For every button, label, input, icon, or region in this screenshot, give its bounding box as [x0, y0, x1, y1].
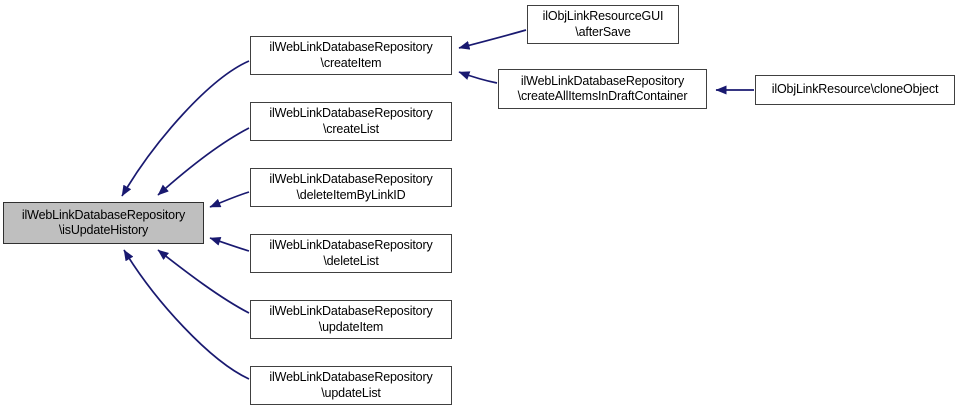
- node-label: ilWebLinkDatabaseRepository \createItem: [269, 40, 433, 70]
- node-update-item[interactable]: ilWebLinkDatabaseRepository \updateItem: [250, 300, 452, 339]
- node-label: ilWebLinkDatabaseRepository \isUpdateHis…: [21, 207, 186, 238]
- node-label: ilWebLinkDatabaseRepository \updateList: [269, 370, 433, 400]
- node-delete-item-by-link-id[interactable]: ilWebLinkDatabaseRepository \deleteItemB…: [250, 168, 452, 207]
- edge-create-item-to-is-update-history: [121, 60, 250, 197]
- node-clone-object[interactable]: ilObjLinkResource\cloneObject: [755, 75, 955, 105]
- node-after-save[interactable]: ilObjLinkResourceGUI \afterSave: [527, 5, 679, 44]
- node-create-list[interactable]: ilWebLinkDatabaseRepository \createList: [250, 102, 452, 141]
- node-update-list[interactable]: ilWebLinkDatabaseRepository \updateList: [250, 366, 452, 405]
- node-delete-list[interactable]: ilWebLinkDatabaseRepository \deleteList: [250, 234, 452, 273]
- node-label: ilObjLinkResource\cloneObject: [771, 82, 939, 97]
- node-create-item[interactable]: ilWebLinkDatabaseRepository \createItem: [250, 36, 452, 75]
- node-label: ilWebLinkDatabaseRepository \deleteItemB…: [269, 172, 433, 202]
- edge-create-list-to-is-update-history: [157, 127, 250, 196]
- edge-create-all-items-in-draft-container-to-create-item: [458, 71, 498, 84]
- node-label: ilWebLinkDatabaseRepository \createAllIt…: [517, 73, 688, 104]
- node-label: ilWebLinkDatabaseRepository \updateItem: [269, 304, 433, 334]
- edge-delete-list-to-is-update-history: [209, 237, 250, 252]
- node-label: ilWebLinkDatabaseRepository \createList: [269, 106, 433, 136]
- node-label: ilObjLinkResourceGUI \afterSave: [542, 9, 664, 39]
- edge-update-list-to-is-update-history: [123, 249, 250, 380]
- node-label: ilWebLinkDatabaseRepository \deleteList: [269, 238, 433, 268]
- node-create-all-items-in-draft-container[interactable]: ilWebLinkDatabaseRepository \createAllIt…: [498, 69, 707, 109]
- edge-update-item-to-is-update-history: [157, 249, 250, 314]
- edge-after-save-to-create-item: [458, 29, 527, 50]
- edge-delete-item-by-link-id-to-is-update-history: [209, 191, 250, 208]
- node-is-update-history[interactable]: ilWebLinkDatabaseRepository \isUpdateHis…: [3, 202, 204, 244]
